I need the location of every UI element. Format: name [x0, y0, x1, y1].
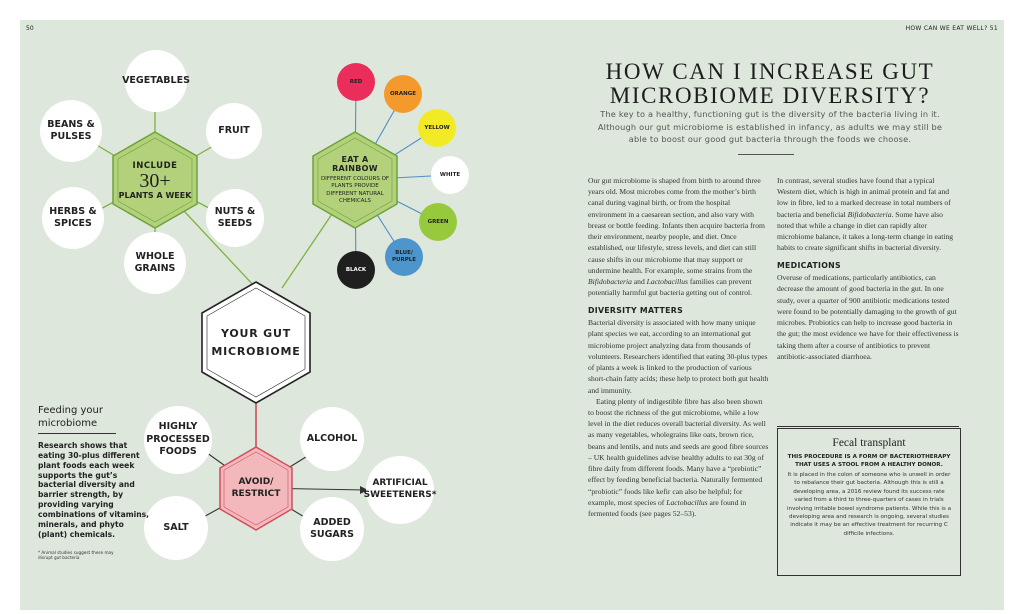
- book-spread: 50 HOW CAN WE EAT WELL? 51: [20, 20, 1004, 610]
- box-text: It is placed in the colon of someone who…: [786, 472, 952, 537]
- sidebar-title: Feeding your microbiome: [38, 404, 116, 434]
- avoid-hub-line1: AVOID/: [238, 477, 274, 488]
- sidebar-title-rule: [38, 433, 116, 434]
- rainbow-hub-title: EAT A RAINBOW: [332, 154, 378, 173]
- plant-item-herbs-spices: HERBS & SPICES: [42, 187, 104, 249]
- arrow-head: [360, 486, 368, 494]
- article-lede: The key to a healthy, functioning gut is…: [597, 109, 943, 145]
- col1-paragraph-3: Eating plenty of indigestible fibre has …: [588, 396, 770, 520]
- center-hub-label: YOUR GUT MICROBIOME: [206, 310, 306, 376]
- avoid-hub-line2: RESTRICT: [231, 489, 281, 499]
- heading-medications: MEDICATIONS: [777, 260, 841, 270]
- fecal-transplant-box: Fecal transplant THIS PROCEDURE IS A FOR…: [777, 428, 961, 576]
- color-dot-blue-purple: BLUE/ PURPLE: [385, 238, 423, 276]
- article-title: HOW CAN I INCREASE GUT MICROBIOME DIVERS…: [605, 59, 935, 109]
- col1-p1-end: families can prevent potentially harmful…: [588, 277, 753, 298]
- avoid-item-alcohol: ALCOHOL: [300, 407, 364, 471]
- lede-divider: [738, 154, 794, 155]
- center-hexagon: [201, 281, 311, 404]
- col1-p3-end: are found in fermented foods (see pages …: [588, 497, 747, 519]
- color-dot-black: BLACK: [337, 251, 375, 289]
- infographic-diagram: [79, 81, 451, 531]
- article-column-2: In contrast, several studies have found …: [777, 175, 960, 362]
- col1-p3-emphasis: Lactobacillus: [666, 497, 708, 507]
- plant-item-vegetables: VEGETABLES: [122, 50, 190, 112]
- col2-p1-text: In contrast, several studies have found …: [777, 176, 951, 219]
- sidebar-footnote: * Animal studies suggest these may disru…: [38, 550, 114, 561]
- col1-p1-emphasis-2: Lactobacillus: [646, 277, 688, 287]
- box-lead: THIS PROCEDURE IS A FORM OF BACTERIOTHER…: [787, 454, 951, 469]
- plants-hexagon: [112, 131, 198, 229]
- color-dot-green: GREEN: [419, 203, 457, 241]
- col1-p1-text: Our gut microbiome is shaped from birth …: [588, 176, 765, 275]
- rainbow-hexagon: [312, 131, 398, 229]
- color-dot-orange: ORANGE: [384, 75, 422, 113]
- sidebar-body: Research shows that eating 30-plus diffe…: [38, 441, 150, 539]
- article-column-1: Our gut microbiome is shaped from birth …: [588, 175, 770, 519]
- plants-hub-number: 30+: [139, 169, 171, 192]
- plants-hub-label: INCLUDE 30+ PLANTS A WEEK: [115, 142, 195, 218]
- color-dot-yellow: YELLOW: [418, 109, 456, 147]
- col2-p1-emphasis: Bifidobacteria: [847, 209, 892, 219]
- color-dot-white: WHITE: [431, 156, 469, 194]
- avoid-item-artificial-sweeteners: ARTIFICIAL SWEETENERS*: [364, 456, 436, 524]
- box-top-rule: [777, 426, 959, 427]
- avoid-item-processed-foods: HIGHLY PROCESSED FOODS: [144, 406, 212, 474]
- col2-p1-end: . Some have also noted that while a chan…: [777, 209, 954, 253]
- plants-hub-line1: INCLUDE: [132, 160, 178, 171]
- plant-item-fruit: FRUIT: [206, 103, 262, 159]
- plant-item-beans-pulses: BEANS & PULSES: [40, 100, 102, 162]
- box-title: Fecal transplant: [832, 437, 906, 449]
- color-dot-red: RED: [337, 63, 375, 101]
- avoid-item-salt: SALT: [144, 496, 208, 560]
- col1-p3-text: Eating plenty of indigestible fibre has …: [588, 396, 769, 507]
- plants-hub-line2: PLANTS A WEEK: [118, 190, 192, 200]
- rainbow-hub-subtitle: DIFFERENT COLOURS OF PLANTS PROVIDE DIFF…: [320, 175, 390, 204]
- col1-paragraph-1: Our gut microbiome is shaped from birth …: [588, 175, 770, 299]
- heading-diversity-matters: DIVERSITY MATTERS: [588, 305, 683, 315]
- avoid-hub-label: AVOID/ RESTRICT: [224, 468, 288, 510]
- center-hub-line2: MICROBIOME: [211, 345, 301, 358]
- avoid-item-added-sugars: ADDED SUGARS: [300, 497, 364, 561]
- col2-paragraph-2: Overuse of medications, particularly ant…: [777, 273, 959, 361]
- rainbow-hub-label: EAT A RAINBOW DIFFERENT COLOURS OF PLANT…: [318, 144, 392, 216]
- avoid-hexagon: [219, 446, 293, 531]
- col1-paragraph-2: Bacterial diversity is associated with h…: [588, 318, 769, 395]
- col1-p1-emphasis-1: Bifidobacteria: [588, 277, 632, 287]
- sidebar-title-text: Feeding your microbiome: [38, 405, 103, 429]
- running-header-right: HOW CAN WE EAT WELL? 51: [905, 25, 998, 32]
- plant-item-whole-grains: WHOLE GRAINS: [124, 232, 186, 294]
- page-number-left: 50: [26, 25, 34, 32]
- center-hub-line1: YOUR GUT: [220, 327, 292, 341]
- col1-p1-mid: and: [631, 277, 647, 287]
- plant-item-nuts-seeds: NUTS & SEEDS: [206, 189, 264, 247]
- col2-paragraph-1: In contrast, several studies have found …: [777, 175, 960, 254]
